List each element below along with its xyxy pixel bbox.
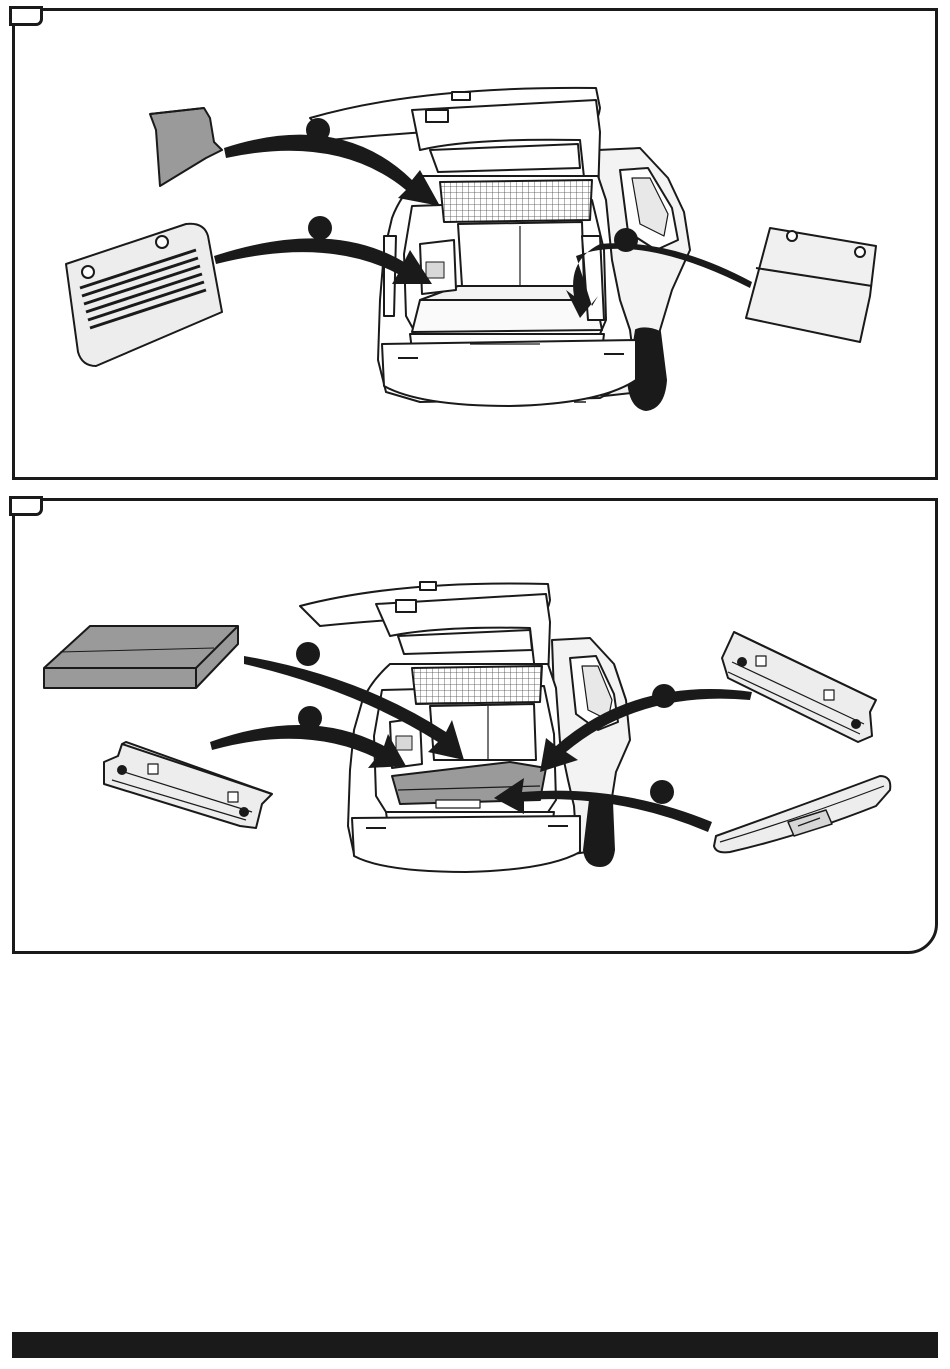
callout-1-3 [614,228,638,252]
step-number-tab-2 [9,496,43,516]
callout-1-2 [308,216,332,240]
suv-rear-view-2 [300,582,630,872]
right-rail-bracket-part [722,632,876,742]
screw-side-cover-part [746,228,876,342]
callout-2-3 [652,684,676,708]
callout-2-2 [298,706,322,730]
step-number-tab-1 [9,6,43,26]
callout-2-1 [296,642,320,666]
left-rail-bracket-part [104,742,272,828]
callout-2-4 [650,780,674,804]
bumper-sill-trim-part [714,776,890,852]
corner-trim-panel-part [150,108,222,186]
callout-1-1 [306,118,330,142]
floor-board-part [44,626,238,688]
vented-side-cover-part [66,224,222,366]
